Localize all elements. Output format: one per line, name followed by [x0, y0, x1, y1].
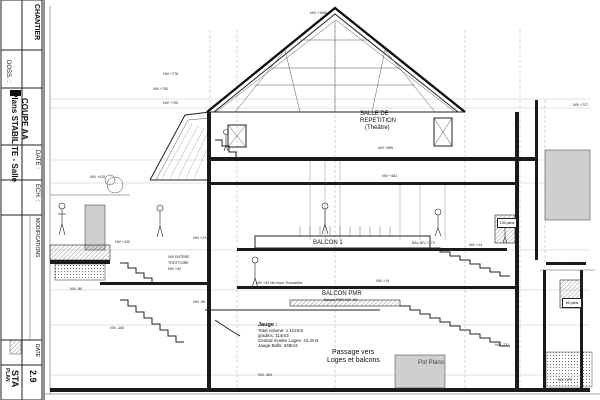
level-label: NIV +120 — [115, 240, 131, 244]
chantier-title: CHANTIER — [33, 4, 40, 41]
room-label-balcon-pmr: BALCON PMR — [322, 291, 362, 297]
room-label-plateau: Pot Plano — [418, 360, 445, 366]
level-label: NIV -184 — [110, 326, 125, 330]
level-label: NIV +42 — [168, 267, 182, 271]
ech-label: ECH. : — [34, 184, 40, 202]
tag-box: 60 pans — [562, 298, 582, 308]
roof — [206, 6, 466, 148]
room-label-repetition: SALLE DE — [360, 111, 389, 117]
slabs — [50, 157, 590, 392]
date-label: DATE : — [34, 150, 40, 169]
dimension-marks — [309, 160, 446, 240]
level-label: NIV +555 — [378, 146, 394, 150]
room-label-balcon1: BALCON 1 — [313, 240, 343, 246]
room-label-passage: Passage vers — [332, 349, 375, 356]
level-label: NIV +700 — [163, 101, 179, 105]
room-label-passage-2: Loges et balcons — [327, 357, 380, 364]
level-label: NIV -370 — [558, 378, 573, 382]
level-label: NIV +14 — [469, 243, 483, 247]
left-exterior — [49, 174, 130, 281]
level-label: NIV +727 — [573, 103, 589, 107]
jauge-line: Total volume: 1 112m3 — [258, 328, 303, 333]
plan-title: Plans STABILITE - Salle — [10, 92, 19, 183]
level-label: NIV +778 — [163, 72, 179, 76]
level-label: NIV -90 — [193, 300, 206, 304]
jauge-block: Jauge : Total volume: 1 112m3 gradins: 1… — [258, 322, 319, 348]
modifications-label: MODIFICATIONS — [34, 218, 40, 258]
room-label-repetition-2: REPETITION — [360, 118, 397, 124]
level-label: NIV +700 — [153, 87, 169, 91]
jauge-line: gradins: 114m3 — [258, 333, 289, 338]
room-label-repetition-3: (Théâtre) — [365, 125, 390, 131]
level-label: NIV +14 — [376, 279, 390, 283]
left-annex — [149, 111, 211, 181]
balcon1-rail — [254, 235, 431, 249]
level-label: NIV -364 — [258, 373, 273, 377]
jauge-line: Jauge Balls: 348m3 — [258, 343, 298, 348]
pit-block — [394, 354, 446, 389]
level-label: BAL NIV +174 — [412, 241, 435, 245]
level-label: NIV +482 — [382, 174, 398, 178]
level-label: NIV -231 — [495, 343, 510, 347]
level-label: TROTTOIRE — [168, 261, 189, 265]
date-col-label: DATE — [34, 344, 40, 357]
jauge-title: Jauge : — [258, 322, 278, 328]
level-label: NIV -80 — [70, 287, 83, 291]
doss-label: DOSS. : — [5, 60, 11, 83]
level-label: NIV +0 — [558, 262, 570, 266]
tag-box: 130 pans — [497, 218, 517, 228]
level-label: NIV ENTREE — [168, 255, 190, 259]
level-label: NIV +1066 — [310, 11, 328, 15]
level-label: NIV +40 Niv foyer Trouvailles — [256, 281, 303, 285]
stage-edge — [289, 299, 401, 307]
human-figures — [58, 129, 508, 289]
level-label: NIV +174 — [193, 236, 209, 240]
stairs — [120, 139, 510, 347]
jauge-line: Central modes Loges: 44,2m3 — [258, 338, 319, 343]
walls — [207, 100, 583, 392]
sta-label: STA — [10, 370, 20, 388]
level-label: NIV +415 — [90, 175, 106, 179]
section-title: COUPE AA — [20, 98, 29, 140]
level-label: Balcon PMR NIV -90 — [324, 298, 358, 302]
plan-number: 2.9 — [28, 370, 38, 383]
title-block — [0, 0, 43, 400]
